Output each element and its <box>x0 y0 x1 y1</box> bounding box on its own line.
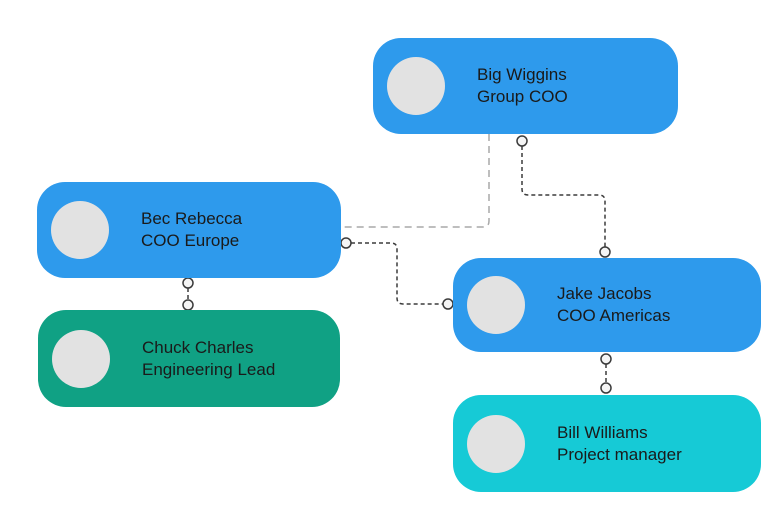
person-name: Big Wiggins <box>477 65 567 84</box>
org-node-big-wiggins[interactable]: Big Wiggins Group COO <box>373 38 678 134</box>
person-role: Group COO <box>477 87 568 106</box>
node-label: Big Wiggins Group COO <box>477 64 568 108</box>
node-label: Bec Rebecca COO Europe <box>141 208 242 252</box>
org-node-bec-rebecca[interactable]: Bec Rebecca COO Europe <box>37 182 341 278</box>
port-jakejacobs-bottom[interactable] <box>600 353 612 365</box>
avatar <box>52 329 110 388</box>
person-role: COO Americas <box>557 306 671 325</box>
port-becrebecca-bottom[interactable] <box>182 277 194 289</box>
port-jakejacobs-top[interactable] <box>599 246 611 258</box>
avatar <box>51 201 109 259</box>
person-name: Bill Williams <box>557 422 648 442</box>
avatar <box>467 276 525 334</box>
avatar <box>387 57 445 115</box>
org-node-jake-jacobs[interactable]: Jake Jacobs COO Americas <box>453 258 761 352</box>
person-role: COO Europe <box>141 231 240 250</box>
edge-bigwiggins-becrebecca <box>341 134 490 228</box>
person-role: Engineering Lead <box>142 359 276 379</box>
port-chuckcharles-top[interactable] <box>182 299 194 311</box>
port-billwilliams-top[interactable] <box>600 382 612 394</box>
person-name: Bec Rebecca <box>141 209 243 228</box>
org-node-bill-williams[interactable]: Bill Williams Project manager <box>453 395 761 492</box>
port-bigwiggins-bottom[interactable] <box>516 135 528 147</box>
node-label: Jake Jacobs COO Americas <box>557 283 670 327</box>
org-node-chuck-charles[interactable]: Chuck Charles Engineering Lead <box>38 310 340 407</box>
person-name: Chuck Charles <box>142 337 254 357</box>
avatar <box>467 414 525 473</box>
edge-bigwiggins-jakejacobs <box>521 146 606 247</box>
edge-becrebecca-jakejacobs <box>351 242 443 305</box>
person-name: Jake Jacobs <box>557 284 652 303</box>
node-label: Bill Williams Project manager <box>557 422 682 466</box>
port-jakejacobs-left[interactable] <box>442 298 454 310</box>
person-role: Project manager <box>557 444 682 464</box>
port-becrebecca-right[interactable] <box>340 237 352 249</box>
node-label: Chuck Charles Engineering Lead <box>142 337 275 381</box>
